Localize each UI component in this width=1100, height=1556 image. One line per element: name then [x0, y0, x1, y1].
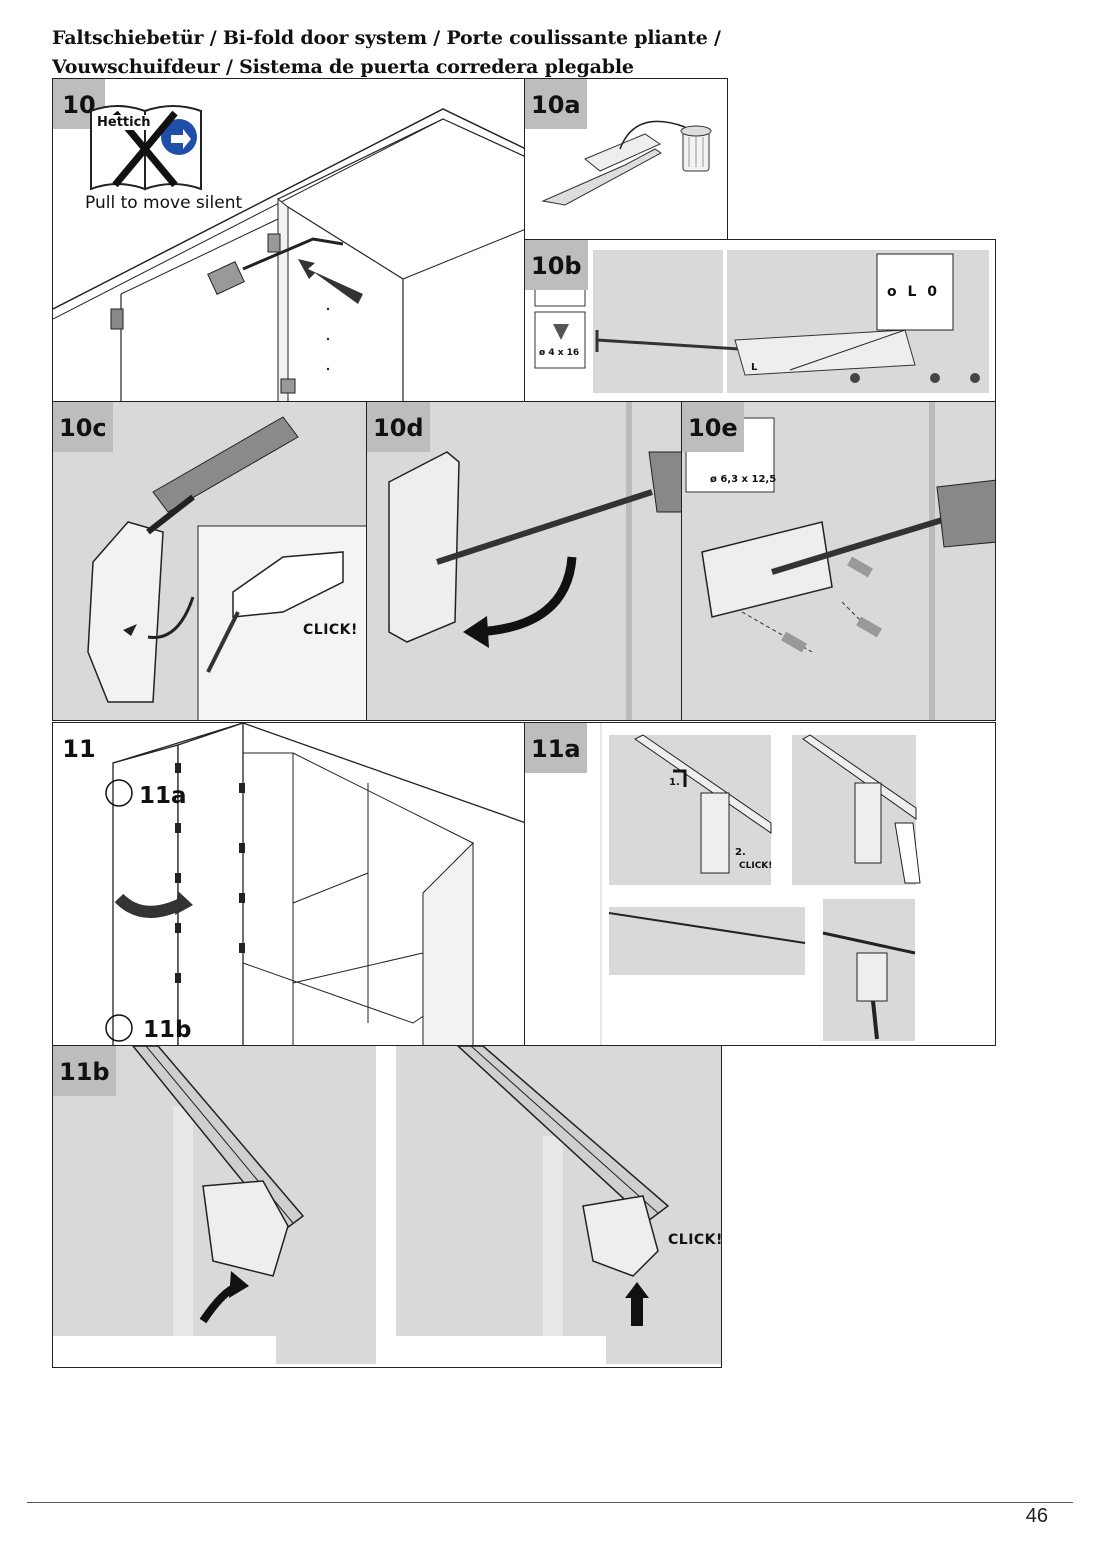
panel-10e: 10e ø 6,3 x 12,5: [681, 401, 996, 721]
panel-11b: 11b CLICK!: [52, 1045, 722, 1368]
panel-10c: 10c CLICK!: [52, 401, 367, 721]
panel-11a: 11a 1. 2. CLICK!: [524, 722, 996, 1046]
panel-10d: 10d: [366, 401, 682, 721]
step-label: 11: [62, 735, 96, 763]
panel-11: 11 11a 11b: [52, 722, 525, 1046]
panel-10a: 10a: [524, 78, 728, 240]
bracket-screw-illustration: [682, 402, 995, 720]
pull-caption: Pull to move silent: [85, 193, 243, 213]
callout-11a: 11a: [139, 783, 187, 809]
step-1-label: 1.: [669, 777, 680, 788]
page-number: 46: [1025, 1505, 1048, 1527]
brand-label: Hettich: [95, 115, 153, 130]
lift-mechanism-illustration: [53, 402, 366, 720]
bracket-detail-code: o L 0: [887, 284, 941, 300]
panel-10b: 10b ø 4 x 16 o L 0 L: [524, 239, 996, 402]
step-label: 11b: [53, 1046, 116, 1096]
manual-book-icon: [90, 105, 202, 191]
panel-10: 10 Hettich Pull to move silent: [52, 78, 525, 402]
step-label: 10b: [525, 240, 588, 290]
step-2-label: 2.: [735, 847, 746, 858]
screw-size-label: ø 6,3 x 12,5: [710, 474, 777, 485]
step-label: 11a: [525, 723, 587, 773]
document-title: Faltschiebetür / Bi-fold door system / P…: [52, 24, 752, 82]
callout-11b: 11b: [143, 1017, 192, 1043]
step-label: 10e: [682, 402, 744, 452]
title-line-2: Vouwschuifdeur / Sistema de puerta corre…: [52, 56, 634, 78]
step-label: 10a: [525, 79, 587, 129]
footer-divider: [27, 1502, 1073, 1503]
remove-cover-illustration: [541, 120, 712, 206]
bracket-rotate-illustration: [367, 402, 681, 720]
folding-door-illustration: [53, 723, 524, 1045]
title-line-1: Faltschiebetür / Bi-fold door system / P…: [52, 27, 721, 49]
track-mounting-illustration: [600, 723, 921, 1045]
step-label: 10d: [367, 402, 430, 452]
click-label: CLICK!: [668, 1232, 722, 1248]
mounting-bracket-illustration: [534, 250, 989, 393]
runner-click-illustration: [53, 1046, 721, 1364]
step-label: 10c: [53, 402, 113, 452]
screw-size-label: ø 4 x 16: [539, 348, 580, 358]
bracket-marking: L: [751, 362, 758, 373]
click-label: CLICK!: [739, 861, 773, 871]
click-label: CLICK!: [303, 622, 358, 638]
